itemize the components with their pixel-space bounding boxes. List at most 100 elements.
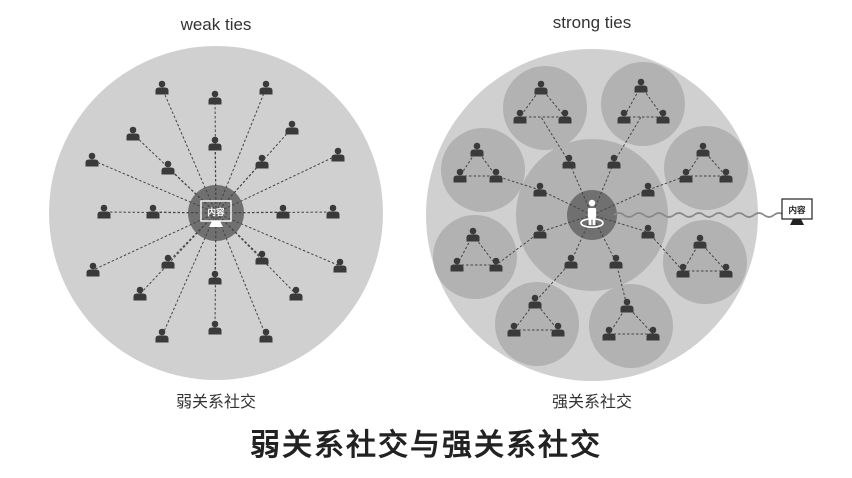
connection-line <box>161 87 217 214</box>
connection-line <box>539 189 593 216</box>
connection-line <box>591 214 649 233</box>
content-text: 内容 <box>788 205 806 216</box>
strong-ties-chinese-label: 强关系社交 <box>551 392 633 411</box>
person-icon <box>564 254 578 269</box>
connection-line <box>215 154 339 214</box>
friend-group-circle <box>589 284 673 368</box>
friend-group-circle <box>495 282 579 366</box>
friend-group-circle <box>433 215 517 299</box>
connection-line <box>139 212 217 295</box>
person-icon <box>97 204 111 219</box>
connection-line <box>539 214 593 233</box>
friend-group-circle <box>663 220 747 304</box>
connection-line <box>92 212 217 271</box>
person-icon <box>607 154 621 169</box>
person-icon <box>641 182 655 197</box>
person-icon <box>276 204 290 219</box>
person-icon <box>620 298 634 313</box>
content-hub-monitor-icon: 内容 <box>200 200 232 227</box>
person-icon <box>602 326 616 341</box>
connection-line <box>215 212 297 295</box>
person-icon <box>562 154 576 169</box>
person-icon <box>646 326 660 341</box>
strong-ties-label: strong ties <box>552 13 632 32</box>
person-icon <box>551 322 565 337</box>
person-icon <box>676 263 690 278</box>
connection-line <box>495 175 541 191</box>
connection-line <box>152 211 217 214</box>
person-icon <box>609 254 623 269</box>
wave-connection-line <box>613 212 785 218</box>
connection-line <box>495 231 541 266</box>
person-icon <box>719 168 733 183</box>
person-icon <box>161 160 175 175</box>
person-icon <box>208 90 222 105</box>
person-icon <box>255 250 269 265</box>
person-icon <box>696 142 710 157</box>
person-icon <box>534 80 548 95</box>
person-icon <box>533 224 547 239</box>
person-icon <box>533 182 547 197</box>
friend-group-circle <box>601 62 685 146</box>
weak-ties-chinese-label: 弱关系社交 <box>175 392 257 411</box>
person-icon <box>333 258 347 273</box>
person-icon <box>289 286 303 301</box>
person-icon <box>126 126 140 141</box>
page-title: 弱关系社交与强关系社交 <box>250 428 602 463</box>
person-icon <box>470 142 484 157</box>
person-icon <box>326 204 340 219</box>
person-icon <box>693 234 707 249</box>
person-icon <box>208 320 222 335</box>
weak-ties-label: weak ties <box>180 15 252 34</box>
person-icon <box>466 227 480 242</box>
person-icon <box>208 270 222 285</box>
person-icon <box>558 109 572 124</box>
person-icon <box>507 322 521 337</box>
connection-lines-layer <box>91 85 785 337</box>
person-icon <box>489 168 503 183</box>
person-icon <box>634 78 648 93</box>
person-icon <box>133 286 147 301</box>
person-icon <box>161 254 175 269</box>
person-icon <box>255 154 269 169</box>
person-icon <box>155 328 169 343</box>
people-layer <box>85 78 733 343</box>
connection-line <box>615 261 628 307</box>
connection-line <box>167 167 217 214</box>
person-icon <box>450 257 464 272</box>
connection-line <box>214 212 217 329</box>
friend-group-circle <box>441 128 525 212</box>
connection-line <box>591 161 615 216</box>
person-icon <box>259 328 273 343</box>
connection-line <box>215 161 263 214</box>
user-standing-icon <box>580 199 604 228</box>
person-icon <box>208 136 222 151</box>
content-text: 内容 <box>207 207 225 218</box>
person-icon <box>617 109 631 124</box>
person-icon <box>641 224 655 239</box>
person-icon <box>528 294 542 309</box>
friend-group-circle <box>503 66 587 150</box>
friend-group-circle <box>664 126 748 210</box>
connection-line <box>570 214 593 263</box>
connection-line <box>215 211 334 214</box>
person-icon <box>679 168 693 183</box>
person-icon <box>489 257 503 272</box>
person-icon <box>719 263 733 278</box>
person-icon <box>513 109 527 124</box>
person-icon <box>86 262 100 277</box>
external-content-monitor-icon: 内容 <box>781 198 813 225</box>
person-icon <box>155 80 169 95</box>
person-icon <box>285 120 299 135</box>
person-icon <box>259 80 273 95</box>
connection-line <box>591 189 649 216</box>
person-icon <box>656 109 670 124</box>
person-icon <box>85 152 99 167</box>
person-icon <box>146 204 160 219</box>
person-icon <box>331 147 345 162</box>
connection-line <box>568 161 593 216</box>
hubs-layer: 内容 内容 <box>200 198 813 228</box>
person-icon <box>453 168 467 183</box>
